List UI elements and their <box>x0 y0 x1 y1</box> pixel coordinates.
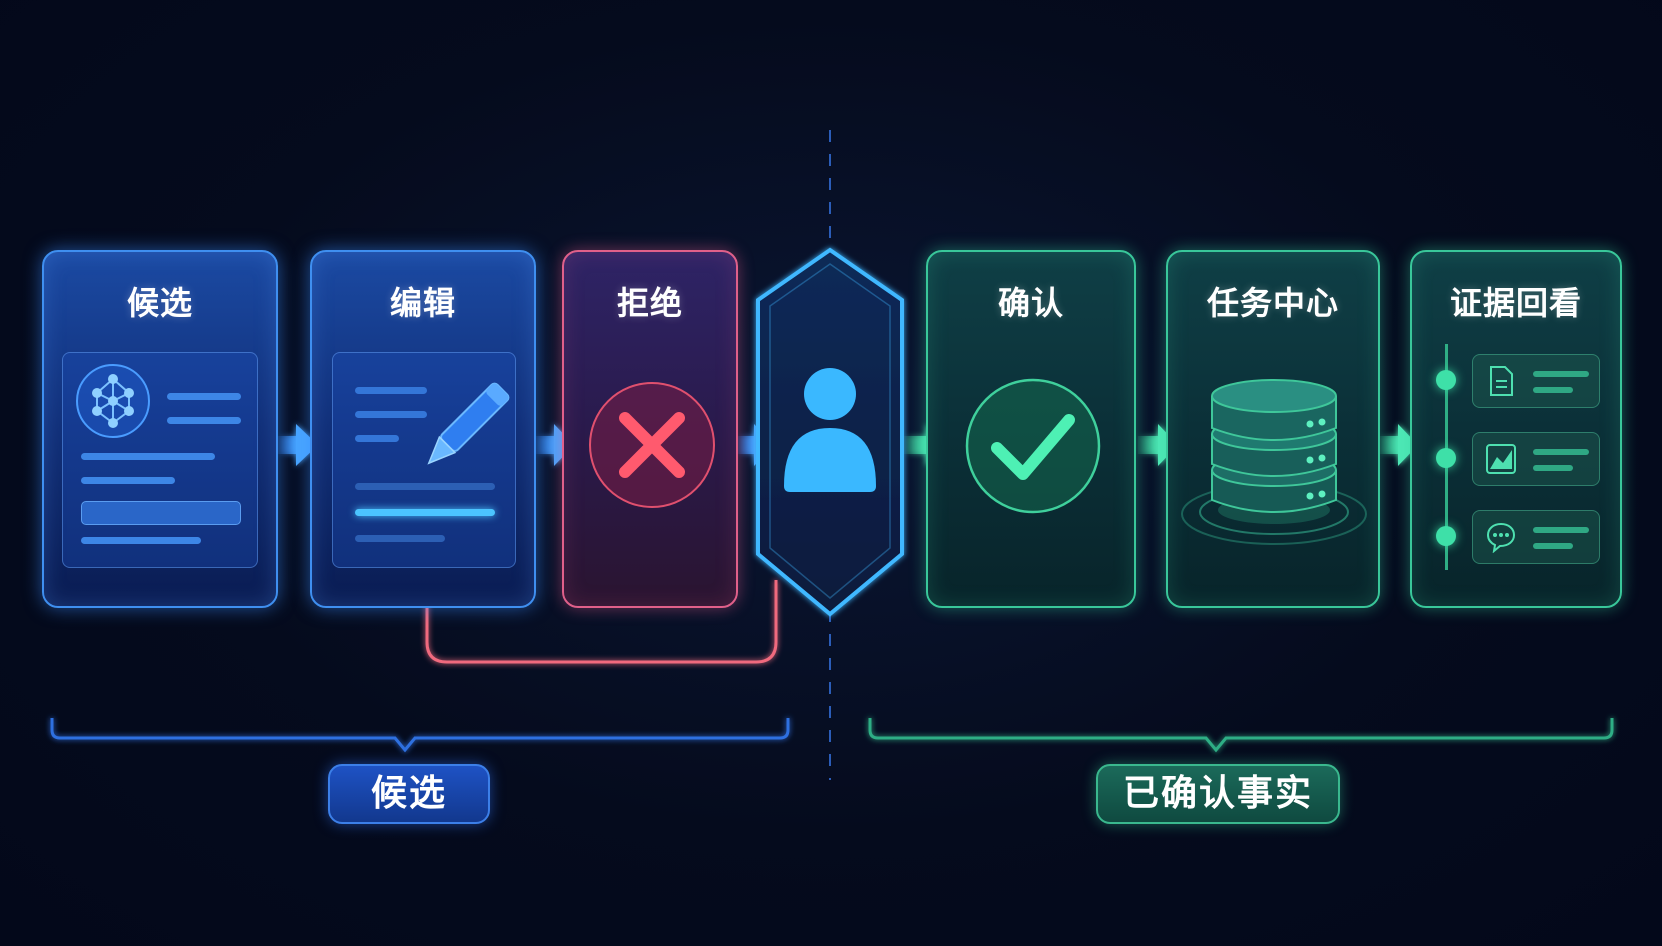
chart-icon <box>1486 444 1516 474</box>
text-line <box>1533 371 1589 377</box>
arrow-task-evidence <box>1380 424 1418 466</box>
edit-panel <box>332 352 516 568</box>
text-line <box>1533 387 1573 393</box>
checkmark-icon <box>965 378 1101 514</box>
text-field <box>81 501 241 525</box>
text-line <box>1533 465 1573 471</box>
return-arrow <box>425 580 778 664</box>
card-evidence-review[interactable]: 证据回看 <box>1410 250 1622 608</box>
card-candidate-title: 候选 <box>126 284 193 322</box>
timeline-dot <box>1436 448 1456 468</box>
person-icon <box>784 368 876 492</box>
group-label-candidate: 候选 <box>328 764 490 824</box>
database-icon <box>1181 379 1367 545</box>
group-label-confirmed-facts: 已确认事实 <box>1096 764 1340 824</box>
evidence-item[interactable] <box>1472 354 1600 408</box>
candidate-panel <box>62 352 258 568</box>
card-confirm[interactable]: 确认 <box>926 250 1136 608</box>
card-edit-title: 编辑 <box>389 284 456 322</box>
text-line <box>167 417 241 424</box>
highlight-line <box>355 509 495 516</box>
bracket-left <box>50 718 790 753</box>
chat-bubble-icon <box>1486 522 1516 553</box>
bracket-right <box>868 718 1614 753</box>
review-gate[interactable] <box>750 242 910 622</box>
text-line <box>355 435 399 442</box>
card-reject[interactable]: 拒绝 <box>562 250 738 608</box>
text-line <box>81 477 175 484</box>
card-candidate[interactable]: 候选 <box>42 250 278 608</box>
text-line <box>1533 527 1589 533</box>
pencil-icon <box>427 382 510 465</box>
network-graph-icon <box>76 364 150 438</box>
text-line <box>1533 543 1573 549</box>
text-line <box>355 483 495 490</box>
card-confirm-title: 确认 <box>997 284 1064 322</box>
text-line <box>355 387 427 394</box>
evidence-item[interactable] <box>1472 510 1600 564</box>
timeline-dot <box>1436 526 1456 546</box>
card-edit[interactable]: 编辑 <box>310 250 536 608</box>
evidence-item[interactable] <box>1472 432 1600 486</box>
text-line <box>81 453 215 460</box>
text-line <box>167 393 241 400</box>
document-icon <box>1490 366 1513 396</box>
card-reject-title: 拒绝 <box>616 284 683 322</box>
x-mark-icon <box>589 382 715 508</box>
card-task-center-title: 任务中心 <box>1206 284 1339 322</box>
card-evidence-review-title: 证据回看 <box>1449 284 1582 322</box>
text-line <box>81 537 201 544</box>
card-task-center[interactable]: 任务中心 <box>1166 250 1380 608</box>
arrow-candidate-edit <box>278 424 318 466</box>
text-line <box>355 535 445 542</box>
text-line <box>355 411 427 418</box>
text-line <box>1533 449 1589 455</box>
timeline-dot <box>1436 370 1456 390</box>
